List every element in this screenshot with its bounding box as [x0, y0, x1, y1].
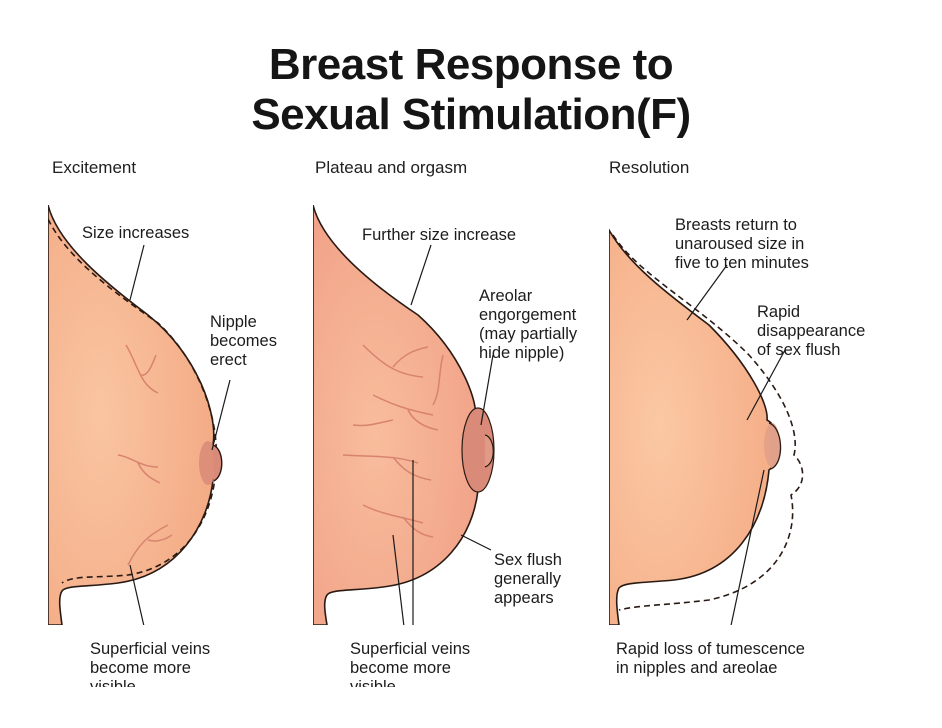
breast-illustration-resolution — [609, 228, 804, 625]
areola — [199, 441, 217, 485]
leader-areolar — [480, 354, 494, 426]
label-veins-2: Superficial veins become more visible — [350, 640, 471, 687]
label-further-size: Further size increase — [362, 226, 517, 244]
leader-sex-flush — [460, 534, 492, 551]
leader-further-size — [410, 244, 432, 306]
nipple — [212, 444, 223, 482]
label-size-increases: Size increases — [82, 224, 190, 242]
breast-shape — [48, 205, 222, 625]
label-nipple-erect: Nipple becomes erect — [210, 313, 277, 369]
leader-size — [129, 244, 145, 301]
label-veins-1: Superficial veins become more visible — [90, 640, 211, 687]
superficial-veins — [342, 344, 444, 538]
leader-rapid-loss — [730, 469, 765, 625]
label-rapid-disappearance: Rapid disappearance of sex flush — [757, 303, 866, 359]
nipple — [768, 422, 782, 470]
label-breasts-return: Breasts return to unaroused size in five… — [675, 216, 809, 272]
breast-illustration-plateau — [313, 205, 495, 625]
areola — [461, 407, 495, 493]
breast-illustration-excitement — [48, 205, 231, 625]
breast-shape — [313, 205, 492, 625]
label-areolar: Areolar engorgement (may partially hide … — [479, 287, 578, 362]
stage-label-plateau: Plateau and orgasm — [315, 158, 468, 177]
label-rapid-loss: Rapid loss of tumescence in nipples and … — [616, 640, 805, 677]
nipple — [484, 434, 494, 468]
leader-nipple — [211, 379, 231, 451]
label-sex-flush: Sex flush generally appears — [494, 551, 562, 607]
stage-label-resolution: Resolution — [609, 158, 690, 177]
leader-veins — [129, 564, 145, 625]
leader-breasts-return — [686, 264, 728, 321]
breast-shape — [609, 228, 780, 625]
stage-label-excitement: Excitement — [52, 158, 137, 177]
panel-resolution — [609, 205, 899, 625]
prior-outline-dashed — [612, 234, 804, 611]
diagram-title: Breast Response to Sexual Stimulation(F) — [0, 40, 942, 140]
panel-excitement — [48, 205, 288, 625]
superficial-veins — [117, 344, 173, 566]
panel-plateau — [313, 205, 563, 625]
title-line-1: Breast Response to — [268, 40, 674, 89]
title-line-2: Sexual Stimulation(F) — [251, 90, 691, 139]
leader-veins-b — [392, 534, 405, 625]
leader-rapid-disappearance — [746, 349, 786, 421]
